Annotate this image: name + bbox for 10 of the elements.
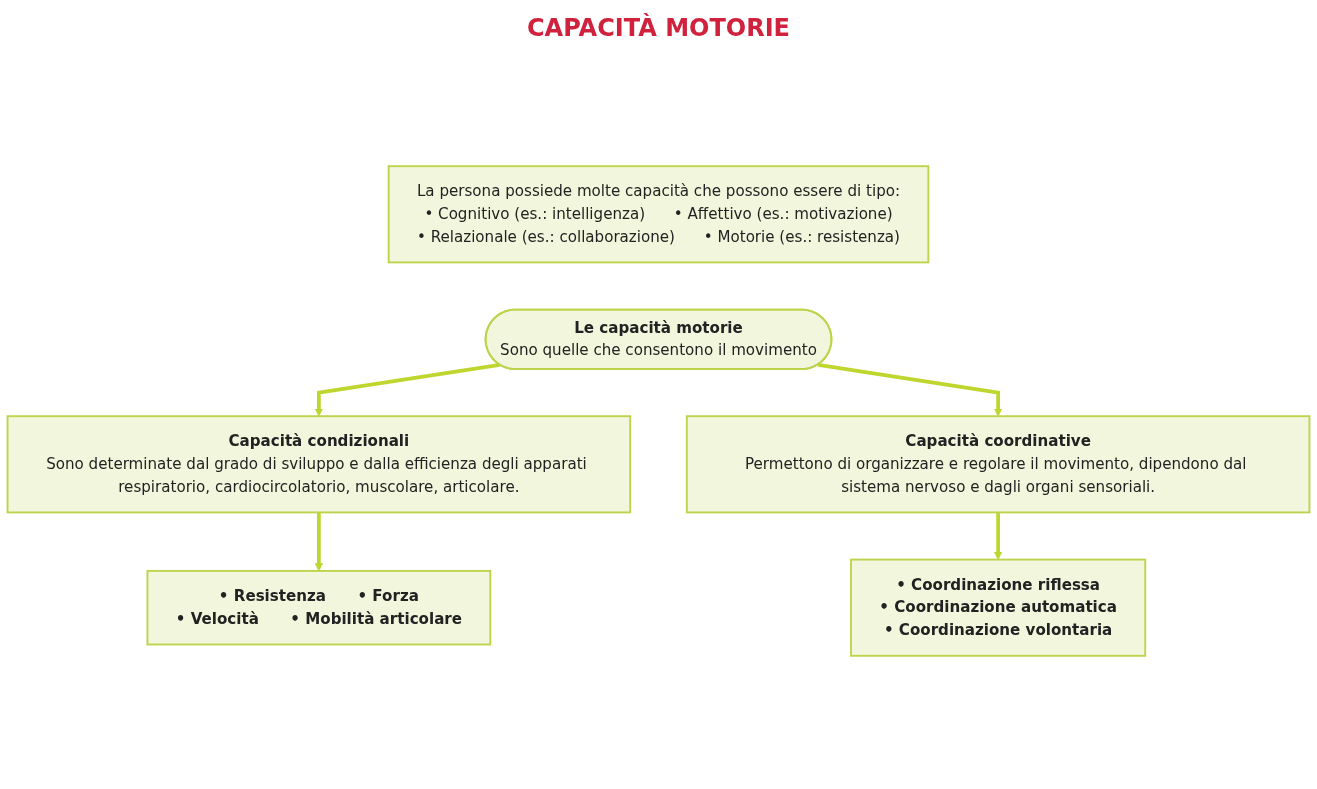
node-box: Capacità coordinative Permettono di organizzare e regolare il movimento, dipendono dal sistema nervoso e dagli organi sensoriali. — [685, 415, 1311, 514]
arrow — [314, 362, 500, 417]
arrow — [994, 512, 1003, 560]
node-box: Capacità condizionali Sono determinate dal grado di sviluppo e dalla efficienza degli apparati respiratorio, cardiocircolatorio, muscolare, articolare. — [6, 415, 632, 514]
arrow — [314, 512, 323, 572]
diagram-title: CAPACITÀ MOTORIE — [526, 14, 791, 42]
node-box: • Coordinazione riflessa • Coordinazione automatica • Coordinazione volontaria — [850, 558, 1147, 657]
arrow — [817, 362, 1003, 417]
node-box: • Resistenza • Forza • Velocità • Mobilità articolare — [146, 569, 492, 646]
node-box: La persona possiede molte capacità che possono essere di tipo: • Cognitivo (es.: intelligenza) • Affettivo (es.: motivazione) • Relazionale (es.: collaborazione) • Motorie (es.: resistenza) — [387, 165, 930, 264]
